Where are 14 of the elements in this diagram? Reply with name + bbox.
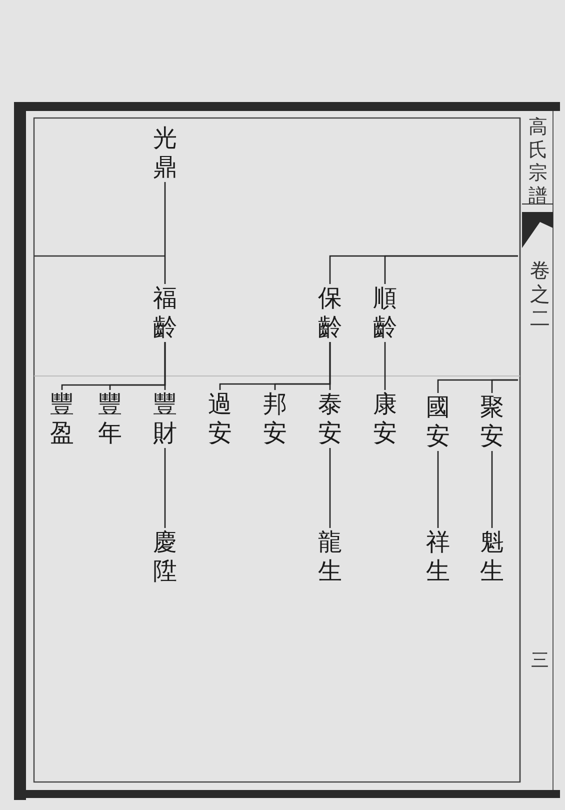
lineage-line	[384, 342, 386, 390]
volume-text: 卷之二	[529, 258, 551, 330]
title-text: 高氏宗譜	[528, 116, 548, 208]
lineage-line	[491, 451, 493, 528]
lineage-line	[329, 448, 331, 528]
lineage-line	[164, 182, 166, 284]
page-number: 三	[530, 650, 550, 672]
lineage-line	[164, 448, 166, 528]
lineage-line	[437, 451, 439, 528]
lineage-line	[437, 379, 518, 393]
lineage-line	[329, 255, 518, 284]
lineage-line	[61, 342, 166, 390]
lineage-line	[219, 342, 331, 390]
name-label: 光鼎	[151, 124, 179, 182]
